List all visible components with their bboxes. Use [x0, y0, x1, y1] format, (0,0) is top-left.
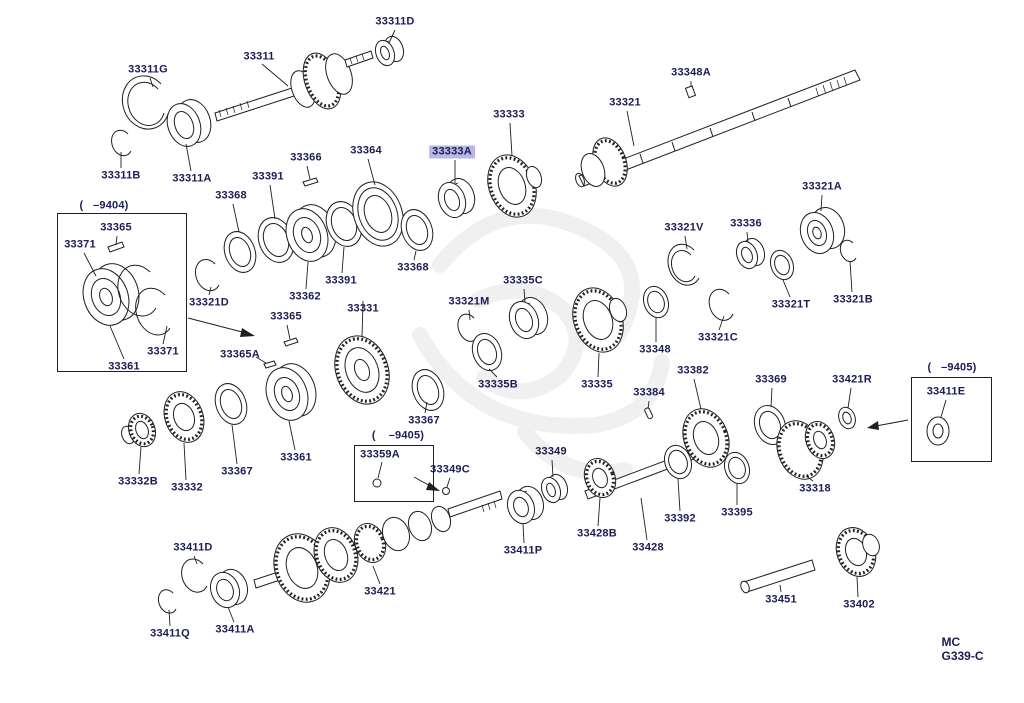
- part-label-33331[interactable]: 33331: [347, 302, 379, 315]
- part-label-33311B[interactable]: 33311B: [101, 169, 141, 182]
- part-label-33335B[interactable]: 33335B: [478, 378, 518, 391]
- assembly-counter-rear: [583, 405, 856, 500]
- part-label-33391[interactable]: 33391: [252, 170, 284, 183]
- part-label-33371[interactable]: 33371: [64, 238, 96, 251]
- part-label-33451[interactable]: 33451: [765, 593, 797, 606]
- part-label-33321D[interactable]: 33321D: [189, 296, 229, 309]
- part-label-33333[interactable]: 33333: [493, 108, 525, 121]
- part-label-33367[interactable]: 33367: [408, 414, 440, 427]
- group-box: [57, 213, 187, 372]
- part-label-33321B[interactable]: 33321B: [833, 293, 873, 306]
- part-label-33365A[interactable]: 33365A: [220, 348, 260, 361]
- part-label-33411E[interactable]: 33411E: [926, 385, 966, 398]
- watermark-emblem: [412, 207, 670, 481]
- part-label-33369[interactable]: 33369: [755, 373, 787, 386]
- part-label-33321T[interactable]: 33321T: [771, 298, 811, 311]
- box-contents: [82, 241, 950, 488]
- figure-code: MC G339-C: [941, 635, 984, 663]
- part-label-33367[interactable]: 33367: [221, 465, 253, 478]
- part-label-33368[interactable]: 33368: [215, 189, 247, 202]
- part-label-33421[interactable]: 33421: [364, 585, 396, 598]
- part-label-33335C[interactable]: 33335C: [503, 274, 543, 287]
- part-label-33332[interactable]: 33332: [171, 481, 203, 494]
- part-label-33428[interactable]: 33428: [632, 541, 664, 554]
- applicability-annotation: ( –9404): [79, 199, 129, 212]
- part-label-33321M[interactable]: 33321M: [448, 295, 490, 308]
- assembly-reverse-idler: [740, 527, 880, 594]
- leader-lines: [83, 29, 947, 627]
- part-label-33332B[interactable]: 33332B: [118, 475, 158, 488]
- assembly-counter-front: [157, 473, 569, 614]
- part-label-33411D[interactable]: 33411D: [173, 541, 213, 554]
- part-label-33402[interactable]: 33402: [843, 598, 875, 611]
- part-label-33411A[interactable]: 33411A: [215, 623, 255, 636]
- part-label-33311[interactable]: 33311: [243, 50, 275, 63]
- part-label-33311D[interactable]: 33311D: [375, 15, 415, 28]
- part-label-33359A[interactable]: 33359A: [360, 448, 400, 461]
- part-label-33384[interactable]: 33384: [633, 386, 665, 399]
- part-label-33366[interactable]: 33366: [290, 151, 322, 164]
- part-label-33336[interactable]: 33336: [730, 217, 762, 230]
- group-box: [911, 377, 992, 462]
- part-label-33321C[interactable]: 33321C: [698, 331, 738, 344]
- applicability-annotation: ( –9405): [371, 429, 425, 442]
- part-label-33348[interactable]: 33348: [639, 343, 671, 356]
- assembly-gear-train-lower: [121, 207, 857, 448]
- part-label-33311G[interactable]: 33311G: [128, 63, 168, 76]
- part-label-33395[interactable]: 33395: [721, 506, 753, 519]
- part-label-33311A[interactable]: 33311A: [172, 172, 212, 185]
- part-label-33371[interactable]: 33371: [147, 345, 179, 358]
- part-label-33411P[interactable]: 33411P: [503, 544, 543, 557]
- part-label-33349C[interactable]: 33349C: [430, 463, 470, 476]
- part-label-33428B[interactable]: 33428B: [577, 527, 617, 540]
- part-label-33421R[interactable]: 33421R: [832, 373, 872, 386]
- part-label-33382[interactable]: 33382: [677, 364, 709, 377]
- assembly-main-shaft: [575, 69, 861, 188]
- reference-arrows: [187, 317, 909, 491]
- part-label-33348A[interactable]: 33348A: [671, 66, 711, 79]
- part-label-33361[interactable]: 33361: [280, 451, 312, 464]
- part-label-33411Q[interactable]: 33411Q: [150, 627, 190, 640]
- applicability-annotation: ( –9405): [927, 361, 977, 374]
- part-label-33365[interactable]: 33365: [270, 310, 302, 323]
- group-box: [354, 445, 434, 502]
- assembly-gear-train-upper: [194, 154, 543, 292]
- assembly-input-shaft: [111, 35, 405, 157]
- part-label-33349[interactable]: 33349: [535, 445, 567, 458]
- part-label-33335[interactable]: 33335: [581, 378, 613, 391]
- part-label-33365[interactable]: 33365: [100, 221, 132, 234]
- part-label-33391[interactable]: 33391: [325, 274, 357, 287]
- part-label-33364[interactable]: 33364: [350, 144, 382, 157]
- part-label-33321V[interactable]: 33321V: [664, 221, 704, 234]
- part-label-33392[interactable]: 33392: [664, 512, 696, 525]
- part-label-33333A[interactable]: 33333A: [429, 145, 475, 159]
- part-label-33321[interactable]: 33321: [609, 96, 641, 109]
- part-label-33321A[interactable]: 33321A: [802, 180, 842, 193]
- part-label-33362[interactable]: 33362: [289, 290, 321, 303]
- part-label-33361[interactable]: 33361: [108, 360, 140, 373]
- part-label-33318[interactable]: 33318: [799, 482, 831, 495]
- part-label-33368[interactable]: 33368: [397, 261, 429, 274]
